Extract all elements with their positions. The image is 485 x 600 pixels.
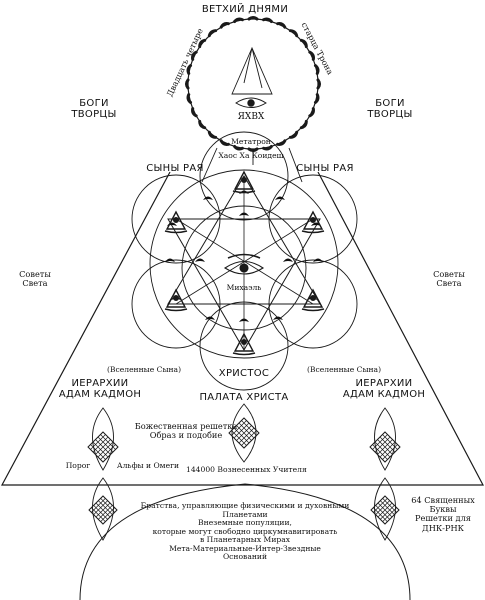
meditating-figures — [164, 170, 325, 356]
seated-figure-icon — [232, 332, 256, 356]
universes-of-son-left: (Вселенные Сына) — [106, 365, 182, 374]
michael-label: Михаэль — [226, 283, 262, 292]
dna-grid — [87, 431, 119, 463]
ring-mark — [316, 78, 321, 90]
alpha-omega-label: Альфы и Омеги — [116, 461, 180, 470]
ring-mark — [288, 130, 299, 139]
ring-mark — [262, 144, 273, 151]
sacred-letters-label: 64 Священных Буквы Решетки для ДНК-РНК — [411, 495, 475, 533]
throne-connector-lines — [201, 147, 303, 183]
node-mark — [203, 196, 213, 200]
node-mark — [239, 318, 249, 322]
ring-mark — [186, 93, 193, 104]
ring-mark — [219, 22, 230, 29]
ring-mark — [207, 130, 218, 139]
dna-grid — [88, 495, 118, 525]
ring-mark — [299, 38, 308, 49]
ring-mark — [299, 119, 308, 130]
ring-mark — [219, 139, 230, 146]
seated-figure-icon — [164, 288, 188, 312]
throne-ring-marks — [185, 16, 321, 152]
threshold-label: Порог — [65, 461, 91, 470]
metatron-label: Метатрон — [231, 137, 271, 146]
node-mark — [313, 258, 323, 262]
ring-mark — [185, 78, 190, 90]
ring-mark — [198, 38, 207, 49]
ascended-teachers-label: 144000 Вознесенных Учителя — [186, 465, 307, 474]
ring-mark — [276, 22, 287, 29]
node-mark — [239, 212, 249, 216]
sons-of-paradise-left: СЫНЫ РАЯ — [146, 163, 204, 174]
throne-eye-icon — [235, 97, 267, 108]
ring-mark — [233, 144, 244, 151]
ring-mark — [276, 139, 287, 146]
bottom-description: Братства, управляющие физическими и духо… — [140, 501, 350, 561]
ring-mark — [186, 64, 193, 75]
seated-figure-icon — [301, 210, 325, 234]
christ-label: ХРИСТОС — [218, 368, 270, 379]
node-mark — [195, 258, 205, 262]
seated-figure-icon — [164, 210, 188, 234]
node-mark — [283, 258, 293, 262]
central-eye-icon — [223, 253, 265, 275]
ring-mark — [313, 64, 320, 75]
throne-ring — [187, 18, 319, 150]
main-pyramid — [0, 171, 484, 486]
dna-grid — [369, 431, 401, 463]
bottom-dome — [79, 483, 411, 600]
ring-mark — [191, 50, 198, 61]
dna-grid — [370, 495, 400, 525]
seated-figure-icon — [301, 288, 325, 312]
ring-mark — [198, 119, 207, 130]
node-mark — [273, 316, 283, 320]
chaos-label: Хаос Ха Коидеш — [218, 151, 284, 160]
node-mark — [275, 196, 285, 200]
ring-mark — [262, 17, 273, 24]
ring-mark — [288, 29, 299, 38]
christ-chamber-label: ПАЛАТА ХРИСТА — [199, 392, 289, 403]
cell-spindles — [92, 403, 396, 541]
node-mark — [205, 316, 215, 320]
dna-grid — [228, 417, 260, 449]
ring-mark — [313, 93, 320, 104]
ring-mark — [247, 16, 259, 21]
diagram-title: ВЕТХИЙ ДНЯМИ — [201, 4, 289, 15]
ring-mark — [233, 17, 244, 24]
circle-node-marks — [165, 190, 323, 322]
node-mark — [165, 258, 175, 262]
sons-of-paradise-right: СЫНЫ РАЯ — [296, 163, 354, 174]
throne-name: ЯХВХ — [237, 112, 265, 122]
ring-mark — [308, 50, 315, 61]
ring-mark — [308, 107, 315, 118]
seated-figure-icon — [232, 170, 256, 194]
dna-grids — [87, 417, 401, 525]
universes-of-son-right: (Вселенные Сына) — [306, 365, 382, 374]
throne-pyramid — [231, 46, 273, 95]
ring-mark — [191, 107, 198, 118]
ring-mark — [207, 29, 218, 38]
